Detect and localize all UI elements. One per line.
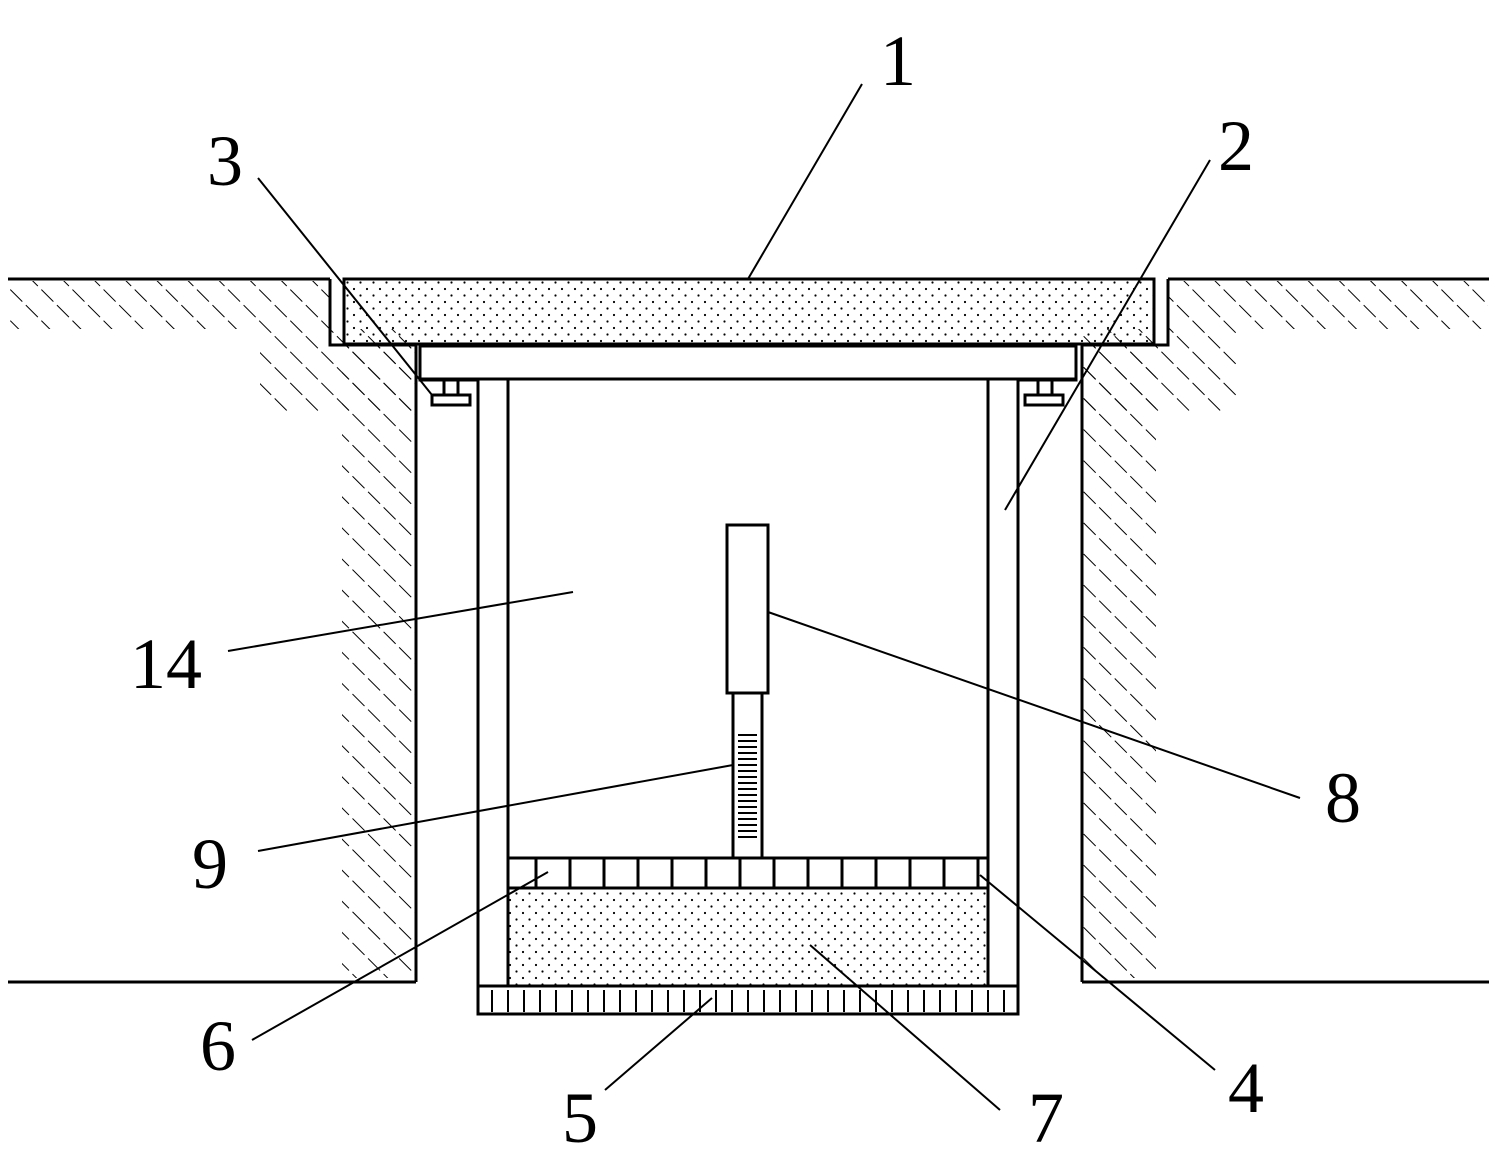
filter-grid-dividers	[534, 858, 980, 888]
actuator-cylinder	[725, 523, 770, 695]
label-9: 9	[192, 824, 228, 904]
label-6: 6	[200, 1006, 236, 1086]
label-2: 2	[1218, 106, 1254, 186]
label-3: 3	[207, 121, 243, 201]
support-beam	[418, 344, 1078, 381]
label-7: 7	[1028, 1078, 1064, 1156]
soil-hatching	[10, 281, 1488, 978]
cover-plate	[342, 277, 1156, 346]
label-1: 1	[880, 21, 916, 101]
threaded-rod	[731, 691, 764, 860]
bracket-right	[1018, 346, 1078, 407]
label-8: 8	[1325, 758, 1361, 838]
label-14: 14	[130, 624, 202, 704]
leader-lines	[227, 83, 1301, 1111]
filter-media	[506, 886, 990, 988]
filter-grid-layer	[506, 856, 990, 890]
rod-threads	[738, 734, 757, 838]
label-4: 4	[1228, 1048, 1264, 1128]
label-5: 5	[562, 1078, 598, 1156]
part-labels: 1 2 3 4 5 6 7 8 9 14	[130, 21, 1361, 1156]
ground-surface	[8, 277, 1489, 984]
